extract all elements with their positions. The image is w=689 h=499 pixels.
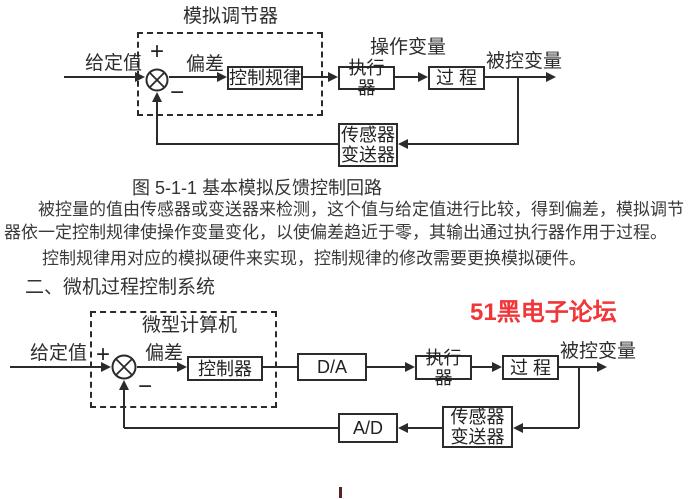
actuator-box: 执行器 (415, 348, 472, 388)
summing-junction (145, 68, 169, 92)
arrowhead-right (597, 362, 607, 372)
feedback-drop-line (578, 367, 580, 428)
arrowhead-right (177, 362, 187, 372)
paragraph1-line1: 被控量的值由传感器或变送器来检测，这个值与给定值进行比较，得到偏差，模拟调节 (38, 200, 684, 219)
control-law-box: 控制规律 (227, 66, 303, 90)
feedback-rise-line (123, 389, 125, 428)
microcomputer-dashed-box (90, 311, 277, 408)
ad-text: A/D (352, 418, 383, 438)
actuator-box: 执行器 (338, 58, 395, 98)
deviation-label: 偏差 (145, 343, 184, 364)
arrowhead-up (119, 380, 129, 390)
transmitter-text: 变送器 (450, 427, 505, 447)
arrowhead-right (418, 72, 428, 82)
feedback-drop-line (517, 77, 519, 144)
setpoint-label: 给定值 (30, 343, 88, 364)
feedback-line (407, 427, 442, 429)
feedback-line (521, 427, 579, 429)
setpoint-label: 给定值 (85, 53, 143, 74)
sensor-transmitter-box: 传感器 变送器 (338, 123, 398, 167)
arrowhead-right (546, 72, 556, 82)
process-box: 过 程 (502, 355, 559, 380)
feedback-line (407, 143, 519, 145)
arrowhead-left (513, 423, 523, 433)
process-text: 过 程 (435, 68, 477, 88)
ad-converter-box: A/D (338, 413, 398, 443)
arrowhead-right (405, 362, 415, 372)
da-converter-box: D/A (297, 353, 367, 381)
flow-line (64, 76, 135, 78)
arrowhead-right (217, 72, 227, 82)
process-box: 过 程 (428, 66, 485, 90)
arrowhead-right (492, 362, 502, 372)
minus-sign: − (170, 79, 185, 106)
da-text: D/A (316, 357, 347, 377)
arrowhead-right (328, 72, 338, 82)
forum-watermark: 51黑电子论坛 (470, 299, 617, 326)
analog-diagram-title: 模拟调节器 (183, 6, 279, 27)
flow-line (137, 366, 177, 368)
manipulated-variable-label: 操作变量 (370, 37, 447, 58)
controller-text: 控制器 (198, 358, 252, 379)
controlled-variable-label: 被控变量 (486, 51, 563, 72)
feedback-line (124, 427, 338, 429)
feedback-rise-line (156, 100, 158, 145)
flow-line (10, 366, 101, 368)
actuator-text: 执行器 (425, 347, 462, 388)
process-text: 过 程 (509, 357, 551, 378)
sensor-transmitter-box: 传感器 变送器 (442, 406, 513, 448)
deviation-label: 偏差 (186, 54, 225, 75)
flow-line (472, 366, 492, 368)
arrowhead-right (135, 72, 145, 82)
plus-sign: + (96, 341, 111, 368)
transmitter-text: 变送器 (341, 145, 395, 165)
section-heading: 二、微机过程控制系统 (25, 277, 216, 298)
actuator-text: 执行器 (348, 58, 385, 98)
minus-sign: − (138, 373, 153, 400)
flow-line (367, 366, 405, 368)
summing-junction (111, 354, 137, 380)
flow-line (169, 76, 217, 78)
page-bottom-mark (339, 487, 342, 498)
paragraph1-line2: 器依一定控制规律使操作变量变化，以使偏差趋近于零，其输出通过执行器作用于过程。 (4, 223, 667, 242)
control-law-text: 控制规律 (229, 68, 301, 88)
flow-line (263, 366, 297, 368)
flow-line (485, 76, 546, 78)
sensor-text: 传感器 (450, 407, 505, 427)
paragraph2: 控制规律用对应的模拟硬件来实现，控制规律的修改需要更换模拟硬件。 (42, 249, 586, 268)
controlled-variable-label: 被控变量 (560, 341, 637, 362)
computer-diagram-title: 微型计算机 (142, 315, 238, 336)
sensor-text: 传感器 (341, 125, 395, 145)
controller-box: 控制器 (187, 356, 263, 381)
arrowhead-left (398, 423, 408, 433)
plus-sign: + (150, 38, 165, 65)
flow-line (303, 76, 328, 78)
figure-caption: 图 5-1-1 基本模拟反馈控制回路 (132, 178, 383, 198)
arrowhead-right (101, 362, 111, 372)
arrowhead-left (398, 139, 408, 149)
arrowhead-up (152, 92, 162, 102)
flow-line (395, 76, 418, 78)
feedback-line (156, 143, 338, 145)
